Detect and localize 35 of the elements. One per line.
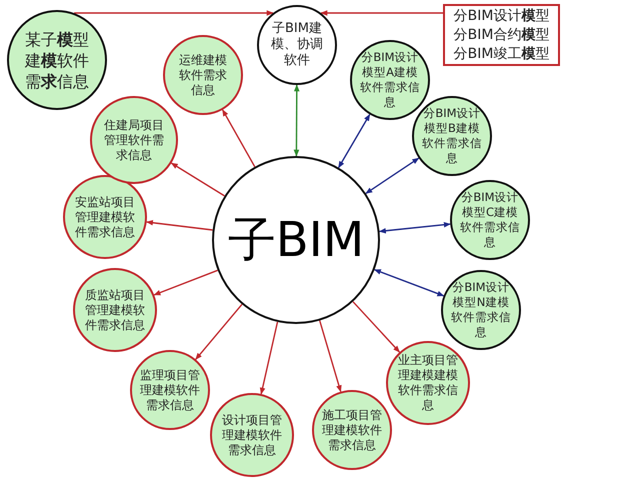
circle-text: 监理项目管理建模软件需求信息 <box>140 368 200 412</box>
list-item-text: 分BIM合约模型 <box>454 26 550 44</box>
arrow <box>320 10 443 16</box>
circle-text: 住建局项目管理软件需求信息 <box>103 118 165 162</box>
info-circle <box>90 96 178 184</box>
list-item-text: 分BIM设计模型 <box>454 6 550 26</box>
circle-text: 子BIM <box>226 212 366 268</box>
arrow <box>170 162 225 196</box>
circle-text: 分BIM设计模型B建模软件需求信息 <box>422 106 482 166</box>
arrow <box>154 270 218 296</box>
circle-text: 安监站项目管理建模软件需求信息 <box>74 194 136 240</box>
list-item-text: 分BIM竣工模型 <box>454 44 550 64</box>
circle-text: 运维建模软件需求信息 <box>178 52 228 98</box>
arrow <box>378 222 451 234</box>
circle-text: 子BIM建模、协调软件 <box>270 21 324 69</box>
arrow <box>319 320 342 392</box>
arrow <box>365 158 420 194</box>
arrow <box>195 304 243 360</box>
circle-text: 分BIM设计模型A建模软件需求信息 <box>360 50 420 110</box>
arrow <box>294 84 300 157</box>
arrow <box>338 114 370 168</box>
circle-text: 分BIM设计模型C建模软件需求信息 <box>460 190 520 250</box>
circle-text: 质监站项目管理建模软件需求信息 <box>84 288 146 332</box>
circle-text: 某子模型建模软件需求信息 <box>24 28 90 92</box>
arrow <box>260 322 278 395</box>
circle-text: 分BIM设计模型N建模软件需求信息 <box>451 280 511 340</box>
model-list-box <box>443 4 560 66</box>
circle-text: 设计项目管理建模软件需求信息 <box>222 412 282 458</box>
circle-text: 业主项目管理建模建模软件需求信息 <box>397 353 459 413</box>
circle-text: 施工项目管理建模软件需求信息 <box>322 408 382 452</box>
arrow <box>374 269 444 296</box>
arrow <box>146 220 213 231</box>
arrow <box>352 301 400 353</box>
arrow <box>74 10 274 16</box>
arrow <box>222 109 256 168</box>
